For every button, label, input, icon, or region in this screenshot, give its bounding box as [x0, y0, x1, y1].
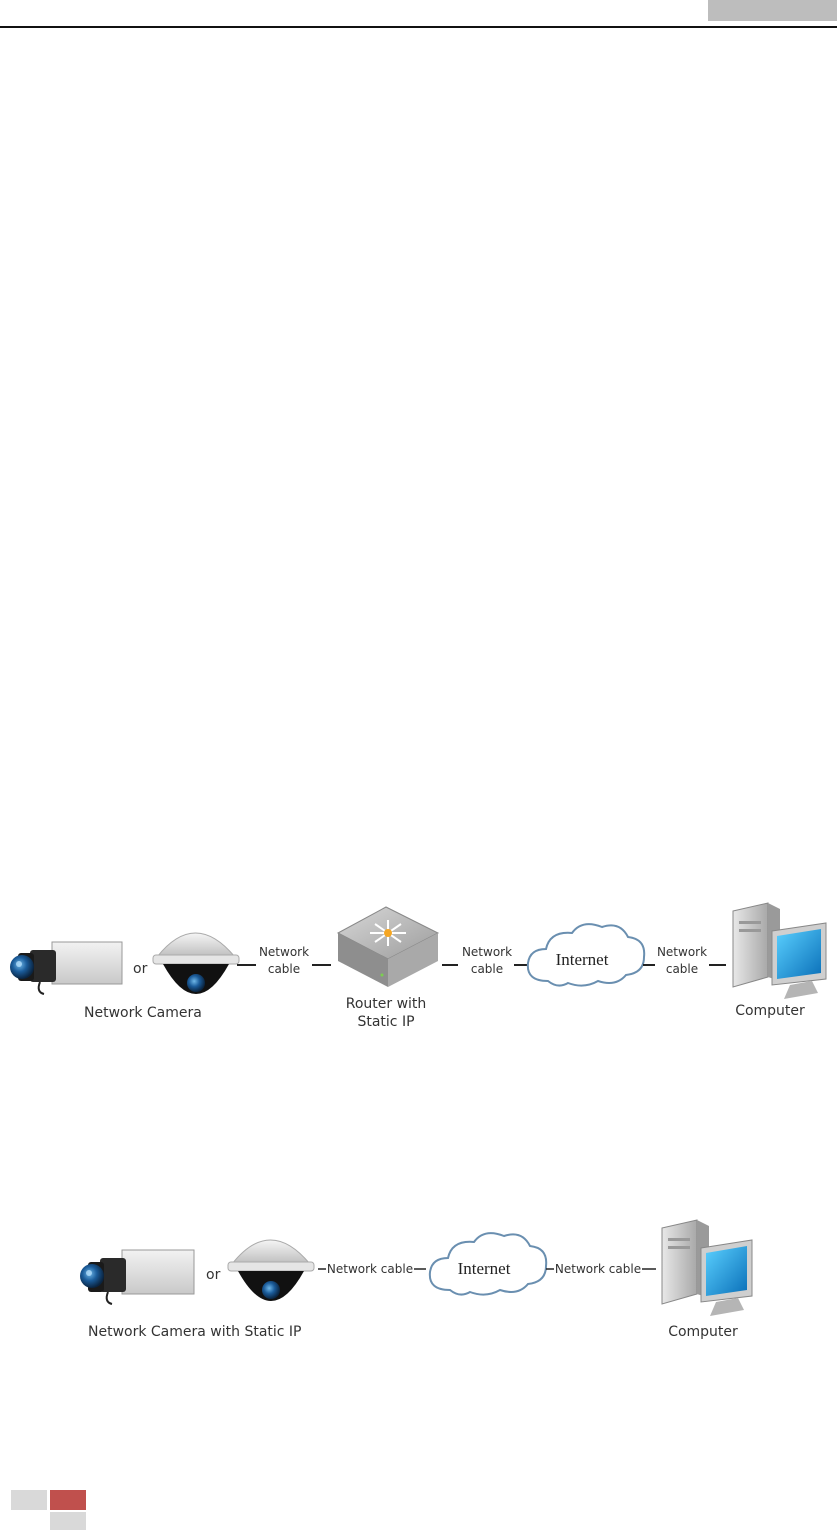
- router-icon: [336, 906, 440, 987]
- dome-camera-icon: [152, 932, 240, 994]
- or-text: or: [133, 961, 148, 977]
- router-label-line1: Router with: [346, 996, 427, 1012]
- internet-cloud-icon: [526, 923, 646, 987]
- internet-label: Internet: [458, 1259, 511, 1278]
- cable-label: Network cable: [327, 1262, 413, 1276]
- computer-icon: [732, 902, 827, 999]
- header-tab: [708, 0, 837, 21]
- router-label-line2: Static IP: [357, 1014, 414, 1030]
- box-camera-icon: [10, 941, 123, 995]
- footer-block-red: [50, 1490, 86, 1510]
- cable-label-line1: Network: [462, 945, 512, 959]
- network-camera-label: Network Camera: [84, 1005, 202, 1021]
- cable-label-line2: cable: [666, 962, 698, 976]
- dome-camera-icon: [227, 1239, 315, 1301]
- internet-cloud-icon: [428, 1232, 548, 1296]
- footer-block-gray: [11, 1490, 47, 1510]
- cable-label-line1: Network: [657, 945, 707, 959]
- cable-label-line2: cable: [268, 962, 300, 976]
- network-camera-label: Network Camera with Static IP: [88, 1324, 302, 1340]
- diagram-camera-static-ip: or Network Camera with Static IP Network…: [0, 1212, 837, 1347]
- computer-icon: [661, 1219, 753, 1316]
- computer-label: Computer: [735, 1003, 805, 1019]
- cable-label: Network cable: [555, 1262, 641, 1276]
- computer-label: Computer: [668, 1324, 738, 1340]
- box-camera-icon: [80, 1249, 195, 1305]
- diagram-router-static-ip: or Network Camera Network cable Router w…: [0, 895, 837, 1030]
- cable-label-line1: Network: [259, 945, 309, 959]
- or-text: or: [206, 1267, 221, 1283]
- cable-label-line2: cable: [471, 962, 503, 976]
- footer-block-gray-lower: [50, 1512, 86, 1530]
- internet-label: Internet: [556, 950, 609, 969]
- header-rule: [0, 26, 837, 28]
